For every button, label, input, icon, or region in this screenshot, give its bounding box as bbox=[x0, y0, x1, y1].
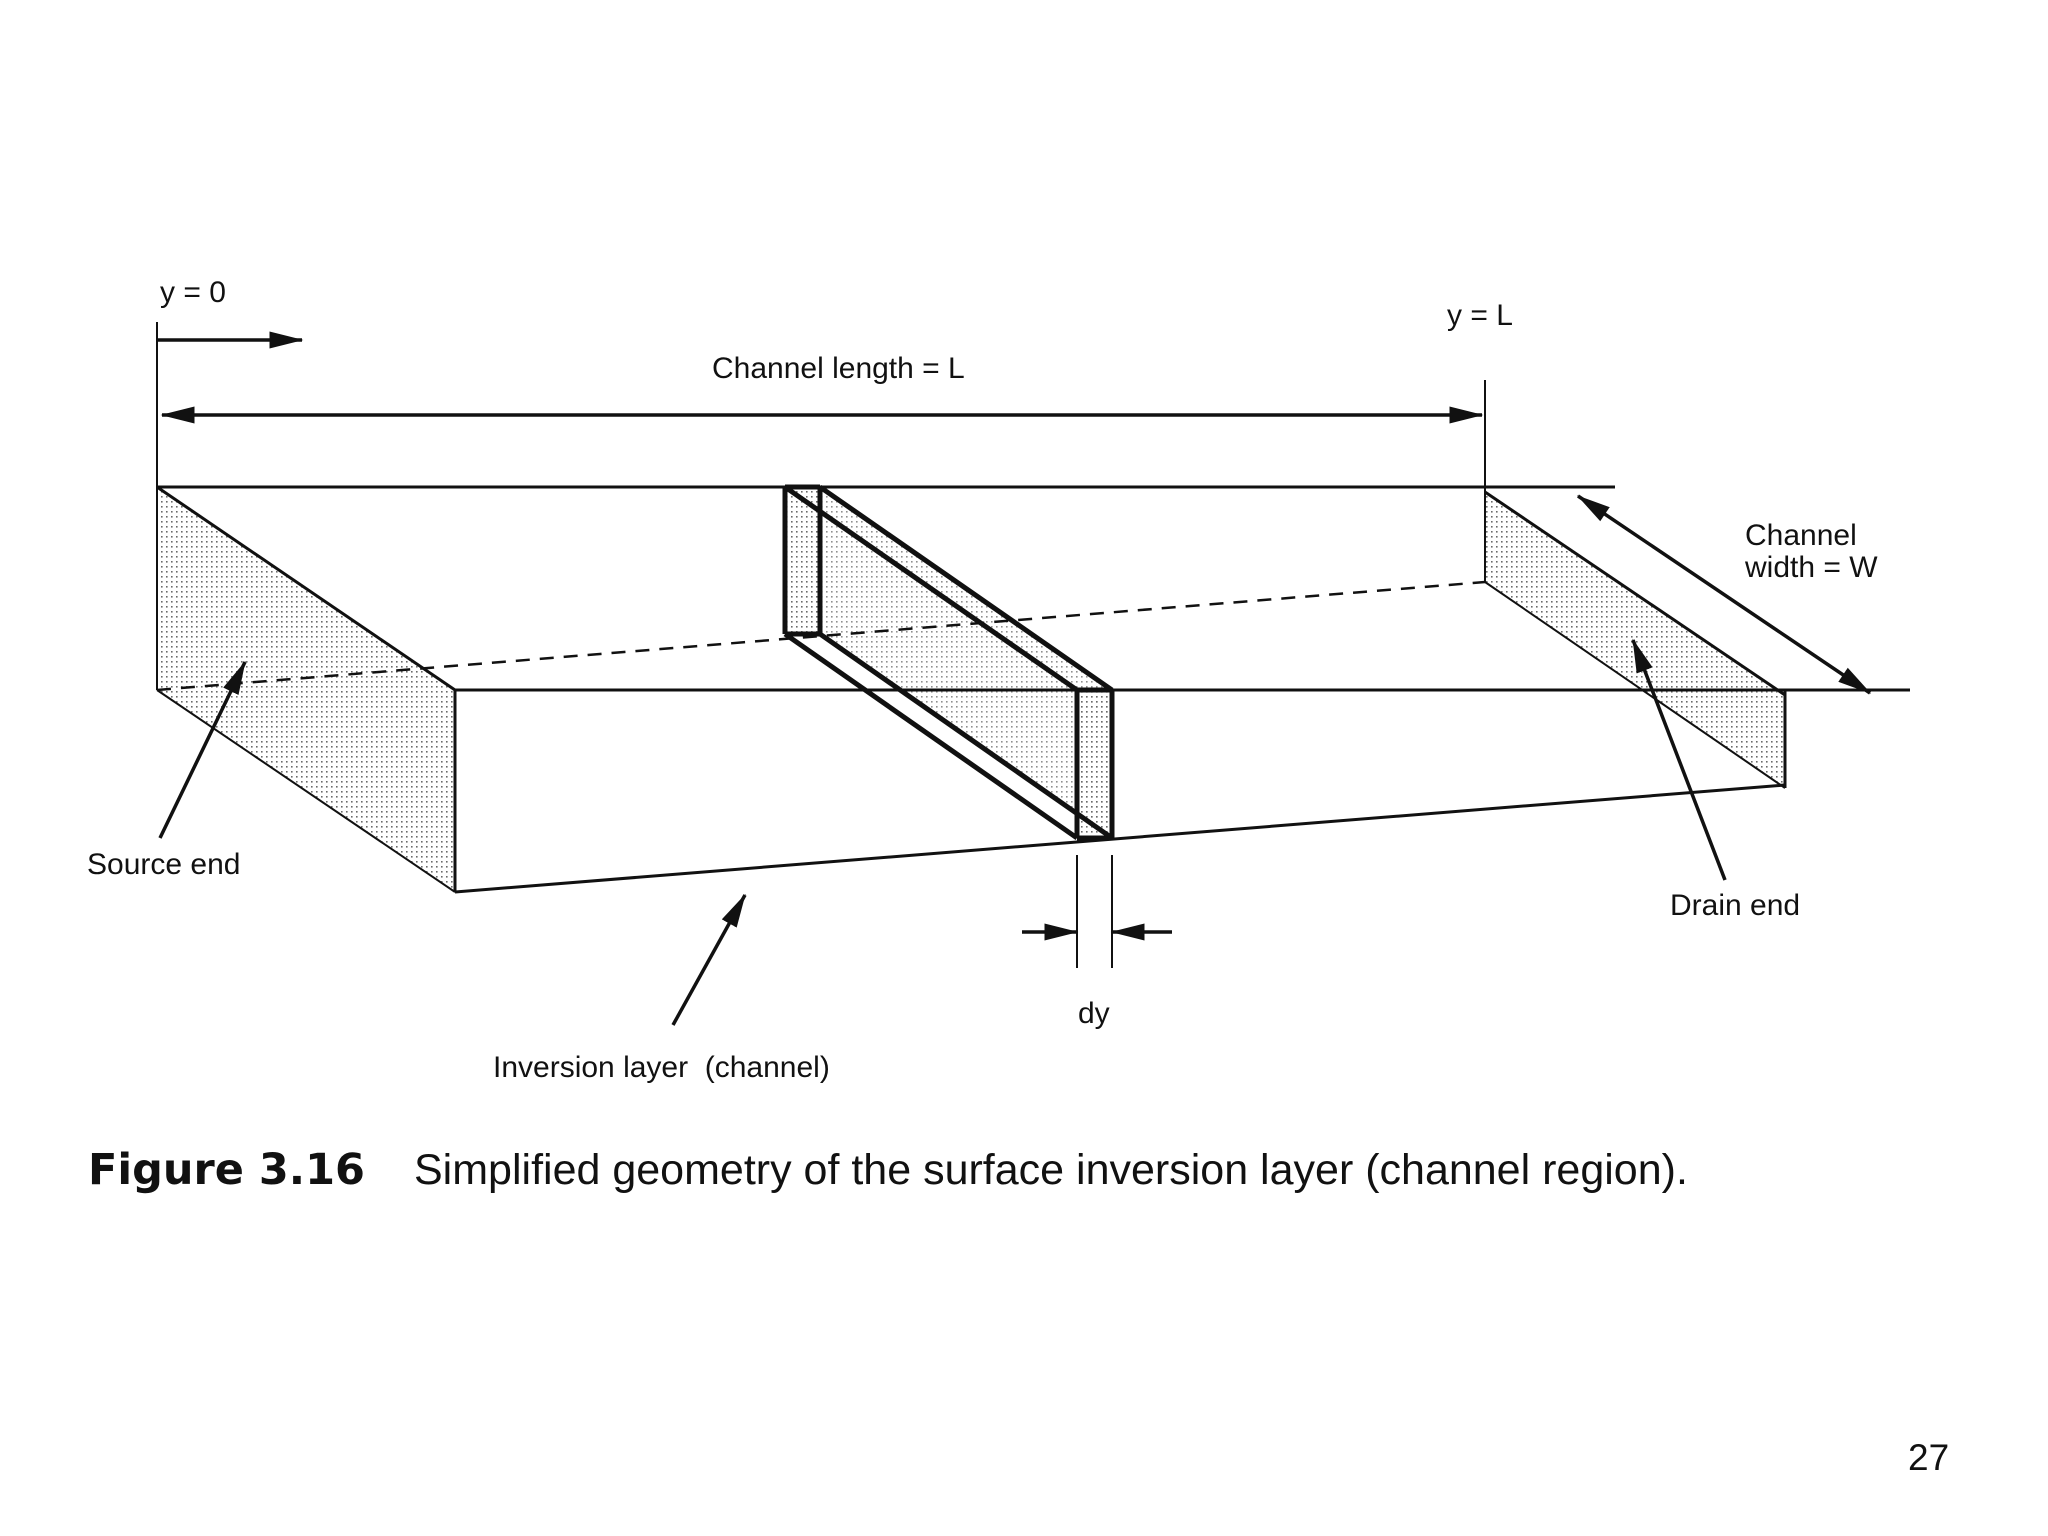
inversion-layer-slab bbox=[156, 485, 1910, 894]
channel-width-label-line2: width = W bbox=[1744, 551, 1878, 584]
yL-label: y = L bbox=[1447, 299, 1513, 332]
page-number: 27 bbox=[1908, 1437, 1949, 1478]
y0-marker bbox=[156, 322, 304, 487]
channel-width-label-line1: Channel bbox=[1745, 519, 1857, 552]
source-end-leader bbox=[158, 660, 247, 839]
figure-number: Figure 3.16 bbox=[88, 1145, 365, 1195]
source-end-label: Source end bbox=[87, 848, 240, 881]
channel-slice-dy bbox=[782, 484, 1115, 841]
channel-length-label: Channel length = L bbox=[712, 352, 965, 385]
drain-end-label: Drain end bbox=[1670, 889, 1800, 922]
channel-width-dimension bbox=[1576, 494, 1872, 695]
y0-label: y = 0 bbox=[160, 276, 226, 309]
inversion-layer-leader bbox=[671, 893, 747, 1026]
dy-dimension bbox=[1022, 855, 1172, 968]
slice-side-face bbox=[820, 487, 1112, 838]
source-end-face bbox=[157, 487, 455, 892]
slice-front-face bbox=[1077, 690, 1112, 838]
dy-label: dy bbox=[1078, 997, 1110, 1030]
figure-caption: Simplified geometry of the surface inver… bbox=[414, 1146, 1688, 1194]
inversion-layer-label: Inversion layer (channel) bbox=[493, 1051, 830, 1084]
slice-back-face bbox=[785, 487, 820, 634]
drain-end-leader bbox=[1631, 638, 1727, 881]
